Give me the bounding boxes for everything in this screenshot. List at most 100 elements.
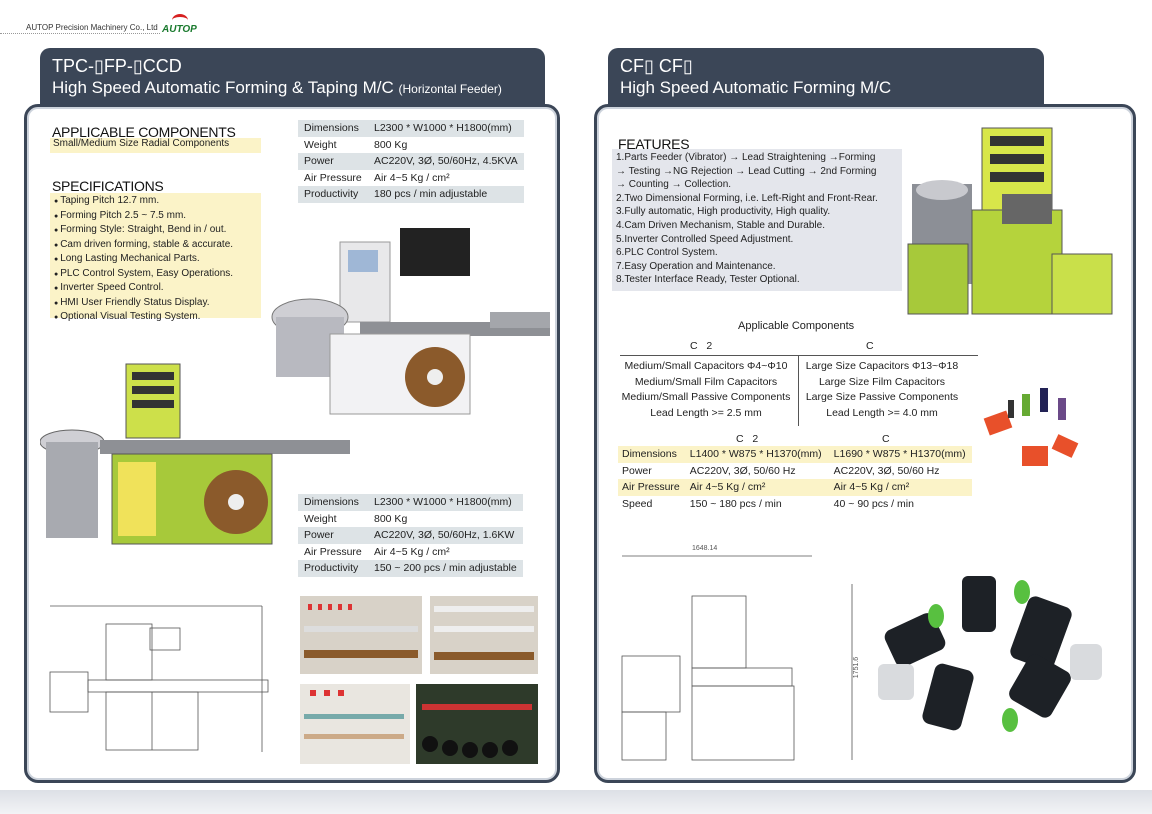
ac-item: Medium/Small Capacitors Φ4~Φ10 (624, 360, 788, 372)
right-technical-drawing: 1648.14 1751.6 (616, 544, 866, 768)
spec-value: AC220V, 3Ø, 50/60Hz, 1.6KW (368, 527, 523, 544)
feature-item: 1.Parts Feeder (Vibrator) → Lead Straigh… (616, 152, 876, 163)
machine-photo-right (902, 124, 1118, 330)
spec-item: ● Taping Pitch 12.7 mm. (54, 194, 261, 209)
feature-item: 5.Inverter Controlled Speed Adjustment. (616, 233, 794, 245)
bullet-icon: ● (54, 241, 61, 249)
spec-label: Dimensions (618, 446, 684, 463)
specs-list: ● Taping Pitch 12.7 mm.● Forming Pitch 2… (50, 193, 261, 322)
spec-item: ● Forming Style: Straight, Bend in / out… (54, 223, 261, 238)
spec-value: Air 4~5 Kg / cm² (374, 545, 450, 558)
features-heading: FEATURES (618, 136, 690, 152)
spec-value: Air 4~5 Kg / cm² (683, 479, 828, 496)
spec-row: Weight 800 Kg (298, 511, 523, 528)
specs-heading: SPECIFICATIONS (52, 178, 164, 194)
spec-value: 800 Kg (374, 512, 408, 525)
company-name: AUTOP Precision Machinery Co., Ltd (26, 23, 158, 32)
spec-item: ● PLC Control System, Easy Operations. (54, 267, 261, 282)
ac-item: Large Size Film Capacitors (818, 375, 946, 388)
dotted-rule (0, 33, 160, 36)
spec-label: Weight (304, 138, 337, 151)
spec-item: ● Inverter Speed Control. (54, 281, 261, 296)
ac-item: Large Size Passive Components (805, 391, 959, 403)
ac-heading: Applicable Components (738, 320, 855, 332)
spec-label: Air Pressure (304, 545, 362, 558)
spec-label: Dimensions (298, 120, 368, 137)
spec-label: Weight (304, 512, 337, 525)
logo-text: AUTOP (162, 24, 197, 35)
feature-item: 7.Easy Operation and Maintenance. (616, 260, 776, 272)
spec-value: L1400 * W875 * H1370(mm) (683, 446, 828, 463)
spec-label: Air Pressure (304, 171, 362, 184)
spec-label: Power (298, 527, 368, 544)
feature-item: → Testing →NG Rejection → Lead Cutting →… (616, 165, 877, 177)
spec-value: L1690 * W875 * H1370(mm) (827, 446, 972, 463)
spec-value: AC220V, 3Ø, 50/60 Hz (689, 464, 796, 477)
bullet-icon: ● (54, 256, 61, 263)
spec-item: ● HMI User Friendly Status Display. (54, 296, 261, 311)
ac-item: Lead Length >= 2.5 mm (650, 406, 762, 419)
bullet-icon: ● (54, 314, 61, 321)
sample-photo-2 (430, 596, 538, 674)
left-product-title: High Speed Automatic Forming & Taping M/… (52, 78, 502, 97)
spec-item-text: Optional Visual Testing System. (60, 311, 201, 322)
spec-label: Dimensions (298, 494, 368, 511)
features-list: 1.Parts Feeder (Vibrator) → Lead Straigh… (612, 149, 902, 291)
spec-label: Speed (622, 497, 653, 510)
spec-item: ● Optional Visual Testing System. (54, 310, 261, 325)
spec-item-text: Long Lasting Mechanical Parts. (60, 253, 200, 264)
spec-value: 800 Kg (374, 138, 408, 151)
ac-col1-head: C 2 (690, 340, 713, 352)
ac-item: Large Size Capacitors Φ13~Φ18 (805, 360, 959, 372)
right-model-title: CF▯ CF▯ (620, 56, 693, 76)
sample-photo-3 (300, 684, 410, 764)
spec-value: 150 ~ 180 pcs / min (689, 497, 782, 510)
bullet-icon: ● (54, 285, 61, 292)
spec-value: Air 4~5 Kg / cm² (827, 479, 972, 496)
dim-width-label: 1648.14 (692, 545, 718, 552)
spec-label: Power (298, 153, 368, 170)
spec-value: L2300 * W1000 * H1800(mm) (368, 120, 524, 137)
spec-row: Air Pressure Air 4~5 Kg / cm² (298, 170, 524, 187)
spec-item-text: Cam driven forming, stable & accurate. (60, 238, 234, 250)
feature-item: 2.Two Dimensional Forming, i.e. Left-Rig… (616, 192, 878, 204)
spec-item-text: Taping Pitch 12.7 mm. (60, 195, 160, 206)
spec-label: Power (622, 464, 652, 477)
spec-label: Productivity (298, 186, 368, 203)
spec-value: AC220V, 3Ø, 50/60 Hz (833, 464, 940, 477)
applicable-heading: APPLICABLE COMPONENTS (52, 124, 236, 140)
spec-label: Air Pressure (618, 479, 684, 496)
ac-divider (798, 356, 799, 426)
bullet-icon: ● (54, 212, 61, 220)
spec-value: L2300 * W1000 * H1800(mm) (368, 494, 523, 511)
bullet-icon: ● (54, 198, 61, 205)
spec-item-text: HMI User Friendly Status Display. (60, 296, 210, 308)
spec-value: Air 4~5 Kg / cm² (374, 171, 450, 184)
applicable-text: Small/Medium Size Radial Components (50, 138, 261, 153)
ac-item: Medium/Small Passive Components (621, 391, 791, 403)
machine-photo-green (39, 362, 360, 552)
spec-row: Speed 150 ~ 180 pcs / min 40 ~ 90 pcs / mi… (618, 496, 972, 513)
spec-value: 180 pcs / min adjustable (368, 186, 524, 203)
capacitors-photo (874, 560, 1124, 762)
spec-item: ● Cam driven forming, stable & accurate. (54, 238, 261, 253)
feature-item: → Counting → Collection. (616, 179, 732, 191)
spec-value: 40 ~ 90 pcs / min (833, 497, 914, 510)
dim-height-label: 1751.6 (853, 656, 861, 679)
feature-item: 4.Cam Driven Mechanism, Stable and Durab… (616, 219, 825, 231)
spec-row: Weight 800 Kg (298, 137, 524, 154)
right-header: CF▯ CF▯ High Speed Automatic Forming M/C (608, 48, 1044, 104)
logo-mark-icon (172, 14, 188, 27)
sample-photo-4 (416, 684, 538, 764)
spec-row: Power AC220V, 3Ø, 50/60 Hz AC220V, 3Ø, 50/… (618, 463, 972, 480)
spec-head-1: C 2 (736, 433, 759, 445)
